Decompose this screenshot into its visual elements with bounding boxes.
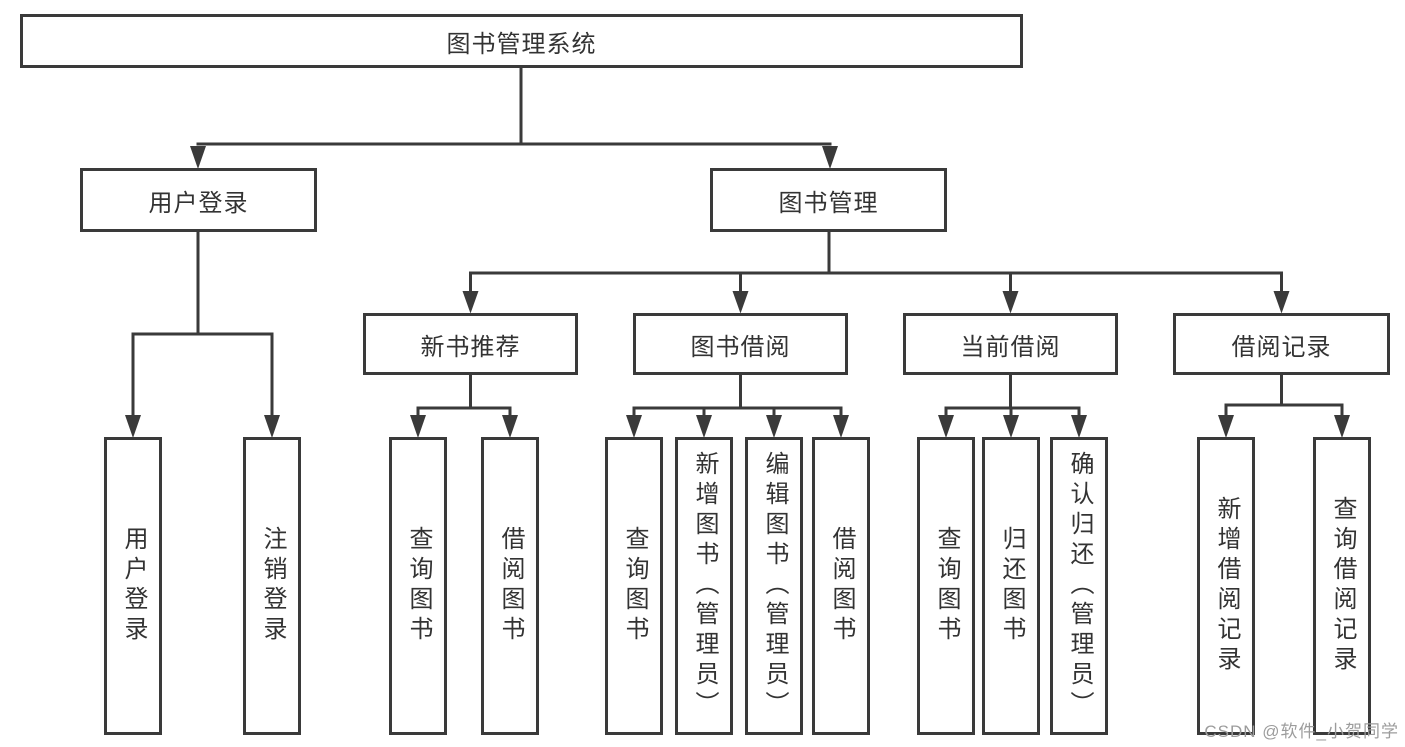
node-label: 图书借阅 xyxy=(690,333,791,361)
leaf-logout: 注销登录 xyxy=(243,437,301,735)
leaf-user-login: 用户登录 xyxy=(104,437,162,735)
arrowhead-to-book-management xyxy=(822,146,838,169)
leaf-label: 借阅图书 xyxy=(497,526,524,646)
leaf-label: 编辑图书（管理员） xyxy=(761,451,788,721)
arrowhead-to-user-login xyxy=(190,146,206,169)
leaf-query-borrow-record: 查询借阅记录 xyxy=(1313,437,1371,735)
node-label: 借阅记录 xyxy=(1231,333,1332,361)
leaf-label: 新增借阅记录 xyxy=(1213,496,1240,676)
leaf-label: 查询图书 xyxy=(621,526,648,646)
leaf-label: 归还图书 xyxy=(998,526,1025,646)
leaf-edit-books-admin: 编辑图书（管理员） xyxy=(745,437,803,735)
watermark-text: CSDN @软件_小贺同学 xyxy=(1204,722,1399,741)
leaf-label: 查询图书 xyxy=(933,526,960,646)
leaf-borrow-books-recommend: 借阅图书 xyxy=(481,437,539,735)
node-label: 图书管理系统 xyxy=(446,30,597,58)
leaf-label: 查询借阅记录 xyxy=(1329,496,1356,676)
arrowhead-to-new-book-recommendation xyxy=(462,291,479,314)
node-label: 图书管理 xyxy=(778,189,879,217)
node-label: 用户登录 xyxy=(148,189,249,217)
leaf-label: 确认归还（管理员） xyxy=(1066,451,1093,721)
leaf-borrow-books: 借阅图书 xyxy=(812,437,870,735)
leaf-add-books-admin: 新增图书（管理员） xyxy=(675,437,733,735)
node-borrowing-records: 借阅记录 xyxy=(1173,313,1390,375)
leaf-add-borrow-record: 新增借阅记录 xyxy=(1197,437,1255,735)
arrowhead-to-leaf-user-login xyxy=(125,415,141,438)
node-book-borrowing: 图书借阅 xyxy=(633,313,848,375)
leaf-label: 新增图书（管理员） xyxy=(691,451,718,721)
arrowhead-to-book-borrowing xyxy=(732,291,749,314)
node-label: 当前借阅 xyxy=(960,333,1061,361)
node-user-login: 用户登录 xyxy=(80,168,317,232)
leaf-label: 用户登录 xyxy=(120,526,147,646)
node-new-book-recommendation: 新书推荐 xyxy=(363,313,578,375)
node-label: 新书推荐 xyxy=(420,333,521,361)
arrowhead-to-borrowing-records xyxy=(1273,291,1290,314)
leaf-confirm-return-admin: 确认归还（管理员） xyxy=(1050,437,1108,735)
node-book-management-system: 图书管理系统 xyxy=(20,14,1023,68)
leaf-label: 查询图书 xyxy=(405,526,432,646)
leaf-label: 注销登录 xyxy=(259,526,286,646)
arrowhead-to-leaf-logout xyxy=(264,415,280,438)
arrowhead-to-current-borrowing xyxy=(1002,291,1019,314)
leaf-return-books: 归还图书 xyxy=(982,437,1040,735)
leaf-query-books-borrowing: 查询图书 xyxy=(605,437,663,735)
node-book-management: 图书管理 xyxy=(710,168,947,232)
leaf-query-books-recommend: 查询图书 xyxy=(389,437,447,735)
node-current-borrowing: 当前借阅 xyxy=(903,313,1118,375)
leaf-label: 借阅图书 xyxy=(828,526,855,646)
leaf-query-books-current: 查询图书 xyxy=(917,437,975,735)
